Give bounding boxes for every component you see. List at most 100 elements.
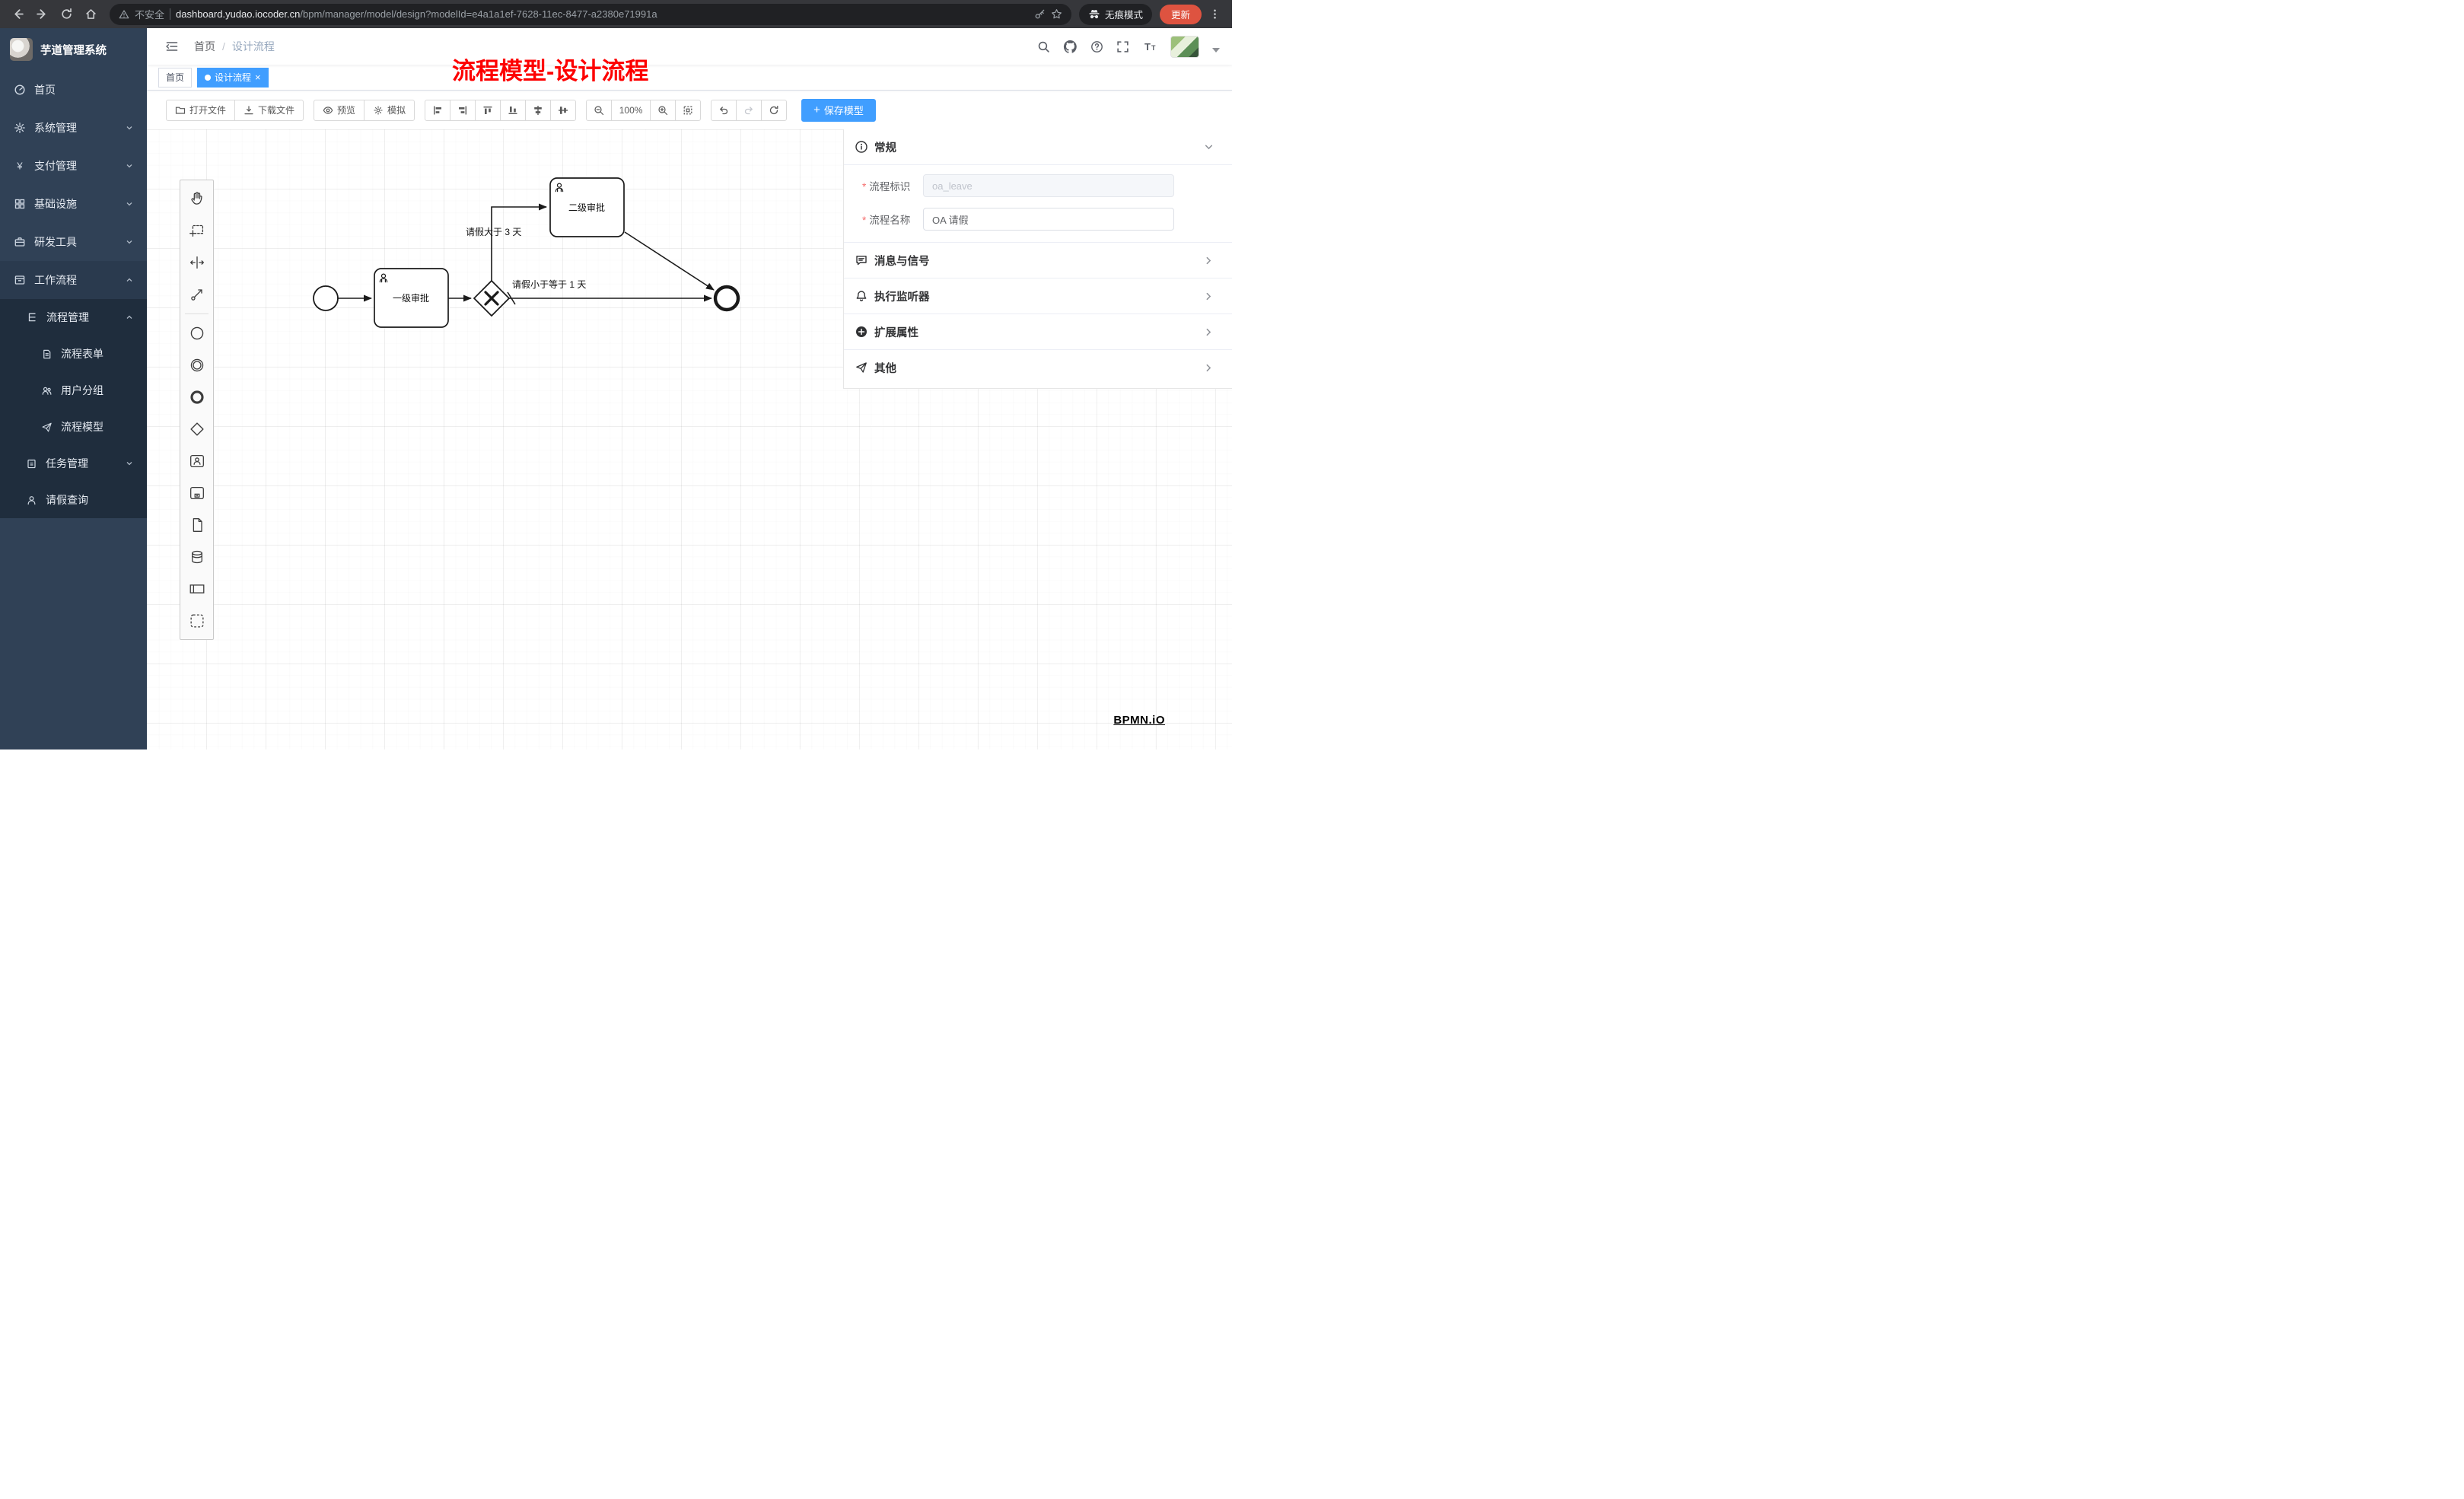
bpmn-canvas[interactable]: 一级审批 二级审批 请假大于 3 天 请假小于等于 1 天 常规: [147, 129, 1232, 750]
open-file-button[interactable]: 打开文件: [166, 99, 236, 121]
flow-task2-to-end[interactable]: [624, 231, 715, 291]
bpmn-diagram[interactable]: 一级审批 二级审批 请假大于 3 天 请假小于等于 1 天: [147, 129, 1232, 750]
password-key-icon[interactable]: [1034, 8, 1046, 20]
align-left-button[interactable]: [425, 99, 451, 121]
required-asterisk: [862, 215, 869, 226]
chevron-right-icon: [1204, 291, 1214, 301]
undo-button[interactable]: [711, 99, 737, 121]
app-logo-row[interactable]: 芋道管理系统: [0, 28, 147, 71]
section-extensions[interactable]: 扩展属性: [844, 314, 1232, 349]
search-icon[interactable]: [1037, 40, 1050, 53]
process-name-input[interactable]: [923, 208, 1174, 231]
zoom-out-button[interactable]: [586, 99, 613, 121]
breadcrumb-home[interactable]: 首页: [194, 40, 215, 53]
section-other[interactable]: 其他: [844, 350, 1232, 385]
align-center-horizontal-button[interactable]: [525, 99, 552, 121]
align-top-button[interactable]: [475, 99, 501, 121]
url-bar[interactable]: 不安全 dashboard.yudao.iocoder.cn/bpm/manag…: [110, 3, 1071, 25]
align-center-vertical-button[interactable]: [550, 99, 577, 121]
fullscreen-icon[interactable]: [1116, 40, 1129, 53]
download-file-button[interactable]: 下载文件: [234, 99, 304, 121]
sidebar-item-devtools[interactable]: 研发工具: [0, 223, 147, 261]
palette-data-object[interactable]: [180, 509, 213, 541]
open-file-label: 打开文件: [189, 105, 227, 116]
incognito-badge[interactable]: 无痕模式: [1078, 3, 1152, 25]
bookmark-star-icon[interactable]: [1051, 8, 1062, 20]
process-key-input[interactable]: [923, 174, 1174, 197]
paper-plane-icon: [41, 422, 53, 433]
sidebar-item-label: 基础设施: [34, 198, 77, 210]
security-warning-icon[interactable]: [119, 9, 129, 20]
task-level2[interactable]: [549, 177, 625, 237]
update-button[interactable]: 更新: [1159, 4, 1202, 24]
sidebar-item-home[interactable]: 首页: [0, 71, 147, 109]
process-key-field: 流程标识: [844, 169, 1232, 202]
github-icon[interactable]: [1063, 40, 1078, 54]
palette-space-tool[interactable]: [180, 247, 213, 278]
sidebar-toggle-icon[interactable]: [159, 33, 185, 59]
sidebar-item-infrastructure[interactable]: 基础设施: [0, 185, 147, 223]
avatar-caret-down-icon[interactable]: [1212, 48, 1220, 53]
restart-button[interactable]: [761, 99, 788, 121]
flow-gateway-to-task2[interactable]: [491, 203, 547, 281]
section-title: 常规: [874, 142, 896, 154]
svg-text:T: T: [1151, 44, 1156, 52]
plus-circle-icon: [855, 326, 867, 338]
task-level1[interactable]: [374, 268, 449, 328]
palette-lasso-tool[interactable]: [180, 215, 213, 247]
preview-button[interactable]: 预览: [314, 99, 365, 121]
section-messages[interactable]: 消息与信号: [844, 243, 1232, 278]
palette-global-connect-tool[interactable]: [180, 278, 213, 310]
briefcase-icon: [14, 236, 26, 248]
sidebar-item-user-group[interactable]: 用户分组: [0, 372, 147, 409]
gear-icon: [374, 105, 383, 115]
url-text[interactable]: dashboard.yudao.iocoder.cn/bpm/manager/m…: [176, 8, 657, 20]
back-icon[interactable]: [6, 3, 29, 26]
sidebar-item-process-form[interactable]: 流程表单: [0, 336, 147, 372]
palette-participant[interactable]: [180, 573, 213, 605]
palette-start-event[interactable]: [180, 317, 213, 349]
palette-group[interactable]: [180, 605, 213, 637]
save-model-button[interactable]: 保存模型: [801, 98, 876, 122]
sidebar-item-process-model[interactable]: 流程模型: [0, 409, 147, 445]
default-flow-marker: [507, 291, 516, 305]
palette-hand-tool[interactable]: [180, 183, 213, 215]
tab-home[interactable]: 首页: [158, 67, 193, 88]
help-icon[interactable]: [1090, 40, 1103, 53]
avatar[interactable]: [1170, 35, 1199, 58]
home-icon[interactable]: [79, 3, 102, 26]
palette-intermediate-event[interactable]: [180, 349, 213, 381]
sidebar-item-task-mgmt[interactable]: 任务管理: [0, 445, 147, 482]
zoom-reset-button[interactable]: [675, 99, 702, 121]
section-listeners[interactable]: 执行监听器: [844, 278, 1232, 313]
palette-gateway[interactable]: [180, 413, 213, 445]
align-right-button[interactable]: [450, 99, 476, 121]
forward-icon[interactable]: [30, 3, 53, 26]
palette-end-event[interactable]: [180, 381, 213, 413]
palette-data-store[interactable]: [180, 541, 213, 573]
zoom-in-button[interactable]: [650, 99, 676, 121]
section-general[interactable]: 常规: [844, 129, 1232, 164]
bell-icon: [855, 290, 867, 302]
align-bottom-button[interactable]: [500, 99, 527, 121]
start-event[interactable]: [313, 285, 339, 311]
security-label[interactable]: 不安全: [135, 9, 165, 21]
browser-menu-icon[interactable]: [1203, 3, 1226, 26]
sidebar-item-workflow[interactable]: 工作流程: [0, 261, 147, 299]
tab-design-process[interactable]: 设计流程: [197, 67, 269, 88]
sidebar-item-process-mgmt[interactable]: 流程管理: [0, 299, 147, 336]
palette-subprocess[interactable]: [180, 477, 213, 509]
close-icon[interactable]: [255, 72, 261, 82]
end-event[interactable]: [713, 285, 740, 312]
tags-view: 首页 设计流程: [147, 65, 1232, 91]
sidebar-item-system[interactable]: 系统管理: [0, 109, 147, 147]
redo-button[interactable]: [736, 99, 762, 121]
sidebar-item-payment[interactable]: ¥ 支付管理: [0, 147, 147, 185]
reload-icon[interactable]: [55, 3, 78, 26]
breadcrumb: 首页 设计流程: [194, 39, 275, 54]
simulate-button[interactable]: 模拟: [364, 99, 415, 121]
bpmn-io-watermark[interactable]: BPMN.iO: [1113, 714, 1165, 727]
sidebar-item-leave-query[interactable]: 请假查询: [0, 482, 147, 518]
palette-user-task[interactable]: [180, 445, 213, 477]
